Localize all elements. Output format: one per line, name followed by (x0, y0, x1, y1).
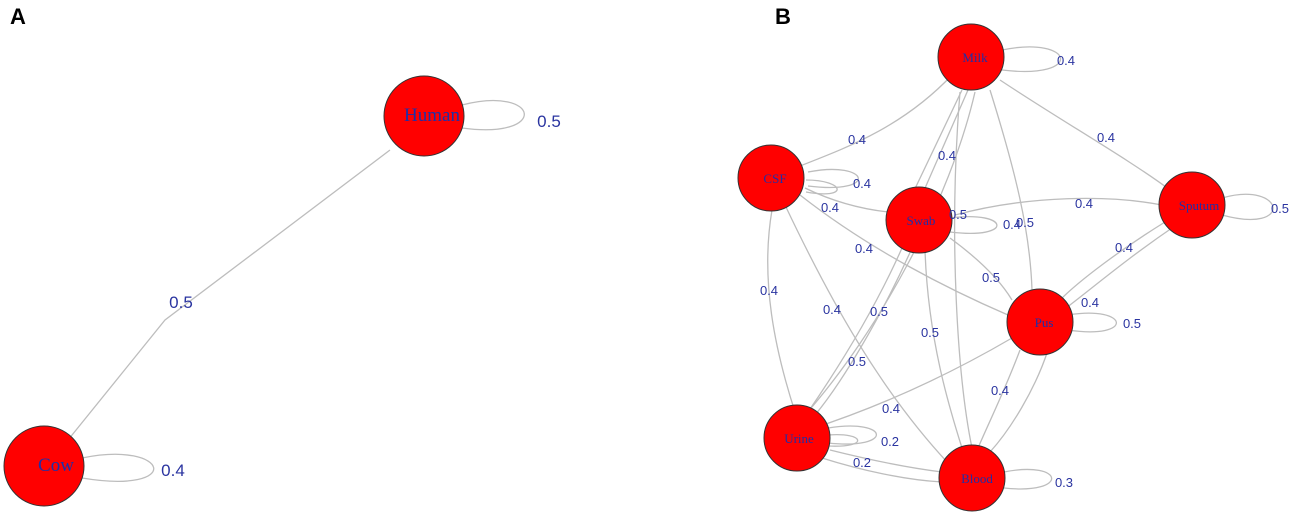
edge-urine-blood-2 (821, 457, 943, 483)
edge-label-milk-sputum: 0.4 (1097, 130, 1115, 145)
edge-urine-blood-1 (829, 449, 943, 473)
edge-label-milk-loop: 0.4 (1057, 53, 1075, 68)
edge-sputum-pus-1 (1059, 221, 1166, 301)
node-swab (885, 186, 953, 254)
edge-label-human-loop: 0.5 (537, 112, 561, 131)
edge-swab-sputum (954, 197, 1163, 216)
edge-label-milk-csf: 0.4 (848, 132, 866, 147)
edge-label-milk-pus: 0.5 (1016, 215, 1034, 230)
node-sputum (1158, 171, 1226, 239)
edge-csf-urine (767, 209, 796, 413)
loop-csf-1 (807, 168, 859, 189)
edge-pus-blood-1 (977, 349, 1021, 449)
loop-pus (1067, 312, 1117, 333)
loop-cow (81, 453, 155, 482)
edge-label-swab-pus: 0.5 (982, 270, 1000, 285)
edge-label-human-cow: 0.5 (169, 293, 193, 312)
node-cow (3, 425, 85, 507)
edge-label-csf-pus: 0.4 (855, 241, 873, 256)
edge-label-milk-swab: 0.4 (938, 148, 956, 163)
edge-label-swab-loop: 0.4 (1003, 217, 1021, 232)
edge-label-csf-loop: 0.4 (853, 176, 871, 191)
edge-label-pus-blood: 0.4 (991, 383, 1009, 398)
node-label-sputum: Sputum (1179, 198, 1219, 213)
node-blood (938, 444, 1006, 512)
edge-swab-urine-1 (807, 247, 903, 413)
edge-swab-blood (924, 249, 963, 449)
edge-milk-swab-1 (911, 89, 963, 196)
edge-label-sputum-loop: 0.5 (1271, 201, 1289, 216)
edge-swab-pus (949, 237, 1013, 301)
loop-urine-1 (827, 425, 877, 445)
loop-sputum (1221, 193, 1274, 221)
loop-milk (1001, 46, 1062, 72)
edge-label-urine-blood: 0.2 (853, 455, 871, 470)
node-urine (763, 404, 831, 472)
edge-sputum-pus-2 (1065, 227, 1173, 309)
edge-milk-urine (804, 91, 976, 416)
edge-label-pus-urine: 0.4 (882, 401, 900, 416)
edge-label-pus-loop: 0.5 (1123, 316, 1141, 331)
node-milk (937, 23, 1005, 91)
edge-human-cow (67, 149, 391, 441)
node-label-cow: Cow (38, 455, 74, 476)
node-label-blood: Blood (961, 471, 993, 486)
panel-label-b: B (775, 4, 791, 29)
edge-swab-urine-2 (814, 247, 913, 416)
edge-milk-sputum (999, 79, 1171, 191)
edge-label-milk-urine: 0.5 (870, 304, 888, 319)
edge-label-cow-loop: 0.4 (161, 461, 185, 480)
loop-urine-2 (827, 433, 859, 447)
edge-pus-blood-2 (989, 349, 1049, 453)
edge-milk-pus (989, 89, 1033, 291)
edge-label-csf-blood: 0.4 (823, 302, 841, 317)
loop-blood (1003, 468, 1053, 490)
node-pus (1006, 288, 1074, 356)
edge-label-csf-urine: 0.4 (760, 283, 778, 298)
panel-label-a: A (10, 4, 26, 29)
node-label-urine: Urine (784, 431, 814, 446)
node-label-human: Human (404, 105, 460, 126)
edge-label-sputum-urine: 0.4 (1081, 295, 1099, 310)
edge-label-swab-blood: 0.5 (949, 207, 967, 222)
loop-swab (949, 216, 998, 234)
loop-human (461, 100, 525, 131)
node-label-milk: Milk (962, 50, 988, 65)
loop-csf-2 (805, 179, 838, 195)
edge-label-blood-loop: 0.3 (1055, 475, 1073, 490)
edge-milk-csf (794, 74, 953, 169)
panel-a-graph: Human Cow 0.5 0.5 0.4 (3, 75, 561, 507)
node-csf (737, 144, 805, 212)
edge-milk-swab-2 (921, 89, 969, 196)
node-label-swab: Swab (907, 213, 936, 228)
node-label-csf: CSF (763, 171, 786, 186)
edge-csf-pus (799, 194, 1009, 316)
edge-label-sputum-pus: 0.4 (1115, 240, 1133, 255)
panel-b-graph: Milk CSF Swab Sputum Pus Urine Blood 0.4… (737, 23, 1289, 512)
edge-label-milk-blood: 0.5 (921, 325, 939, 340)
edge-csf-blood (784, 204, 949, 464)
edge-label-swab-urine: 0.5 (848, 354, 866, 369)
edge-label-csf-swab: 0.4 (821, 200, 839, 215)
edge-label-urine-loop: 0.2 (881, 434, 899, 449)
edge-label-swab-sputum: 0.4 (1075, 196, 1093, 211)
edge-milk-blood (953, 91, 973, 449)
edge-pus-urine (807, 337, 1013, 431)
node-label-pus: Pus (1035, 315, 1054, 330)
node-human (383, 75, 465, 157)
